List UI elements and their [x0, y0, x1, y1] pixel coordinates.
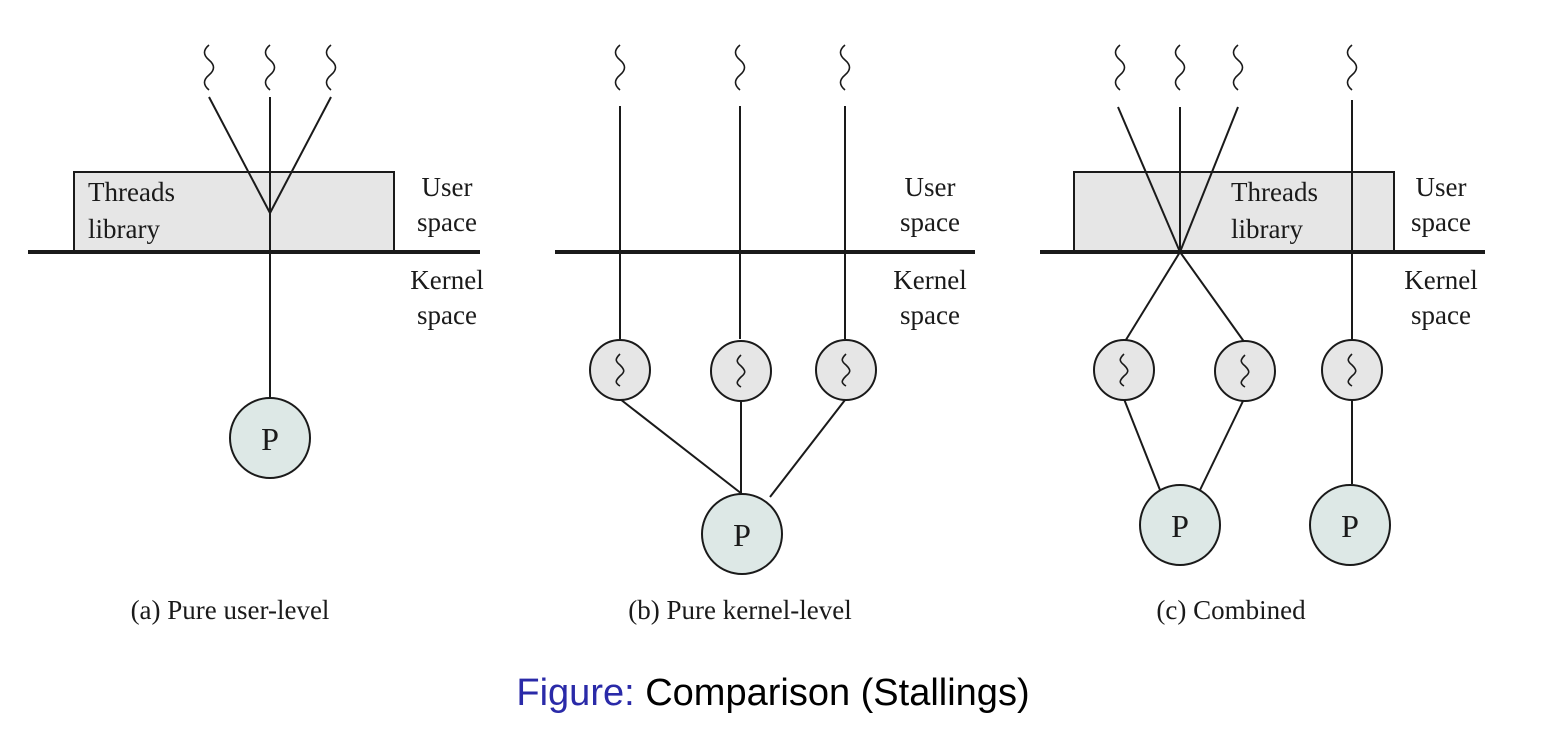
panel-caption: (c) Combined: [1156, 595, 1306, 625]
thread-line: [1117, 106, 1181, 253]
panel-a: Threads library User space Kernel space …: [28, 44, 484, 625]
process-circle: [1139, 484, 1221, 566]
figure-caption-text: Comparison (Stallings): [645, 672, 1030, 714]
figure-caption: Figure: Comparison (Stallings): [0, 672, 1546, 715]
process-label: P: [733, 517, 751, 553]
threads-library-label: library: [88, 214, 160, 244]
user-thread-icon: [1346, 44, 1358, 91]
kernel-space-label: space: [417, 300, 477, 330]
kernel-thread-link: [1179, 251, 1246, 344]
process-circle: [229, 397, 311, 479]
thread-line: [269, 96, 332, 214]
process-link-line: [1199, 398, 1245, 491]
process-label: P: [1341, 508, 1359, 544]
user-space-label: space: [417, 207, 477, 237]
process-label: P: [1171, 508, 1189, 544]
panel-caption: (a) Pure user-level: [131, 595, 330, 625]
user-space-label: space: [900, 207, 960, 237]
user-thread-icon: [264, 44, 276, 91]
process-circle: [701, 493, 783, 575]
panel-c: Threads library User space Kernel space …: [1040, 44, 1485, 625]
kernel-thread-link: [1123, 251, 1181, 344]
kernel-thread-circle: [1093, 339, 1155, 401]
threads-library-label: Threads: [1231, 177, 1318, 207]
kernel-thread-circle: [815, 339, 877, 401]
user-thread-icon: [1232, 44, 1244, 91]
user-thread-icon: [325, 44, 337, 91]
kernel-space-label: Kernel: [410, 265, 483, 295]
user-thread-icon: [839, 44, 851, 91]
panel-caption: (b) Pure kernel-level: [628, 595, 851, 625]
user-space-label: space: [1411, 207, 1471, 237]
thread-line: [208, 96, 271, 214]
user-thread-icon: [1174, 44, 1186, 91]
threads-library-label: library: [1231, 214, 1303, 244]
process-link-line: [769, 399, 846, 498]
process-circle: [1309, 484, 1391, 566]
kernel-thread-circle: [589, 339, 651, 401]
thread-line: [1179, 106, 1239, 253]
kernel-space-label: Kernel: [893, 265, 966, 295]
kernel-thread-circle: [710, 340, 772, 402]
user-space-label: User: [1416, 172, 1467, 202]
process-link-line: [1123, 398, 1161, 491]
user-thread-icon: [203, 44, 215, 91]
panel-b: User space Kernel space P (b) Pure kerne…: [555, 44, 975, 625]
user-thread-icon: [1114, 44, 1126, 91]
user-thread-icon: [614, 44, 626, 91]
kernel-space-label: space: [1411, 300, 1471, 330]
figure-caption-prefix: Figure:: [516, 672, 635, 714]
kernel-thread-circle: [1321, 339, 1383, 401]
kernel-thread-circle: [1214, 340, 1276, 402]
user-space-label: User: [422, 172, 473, 202]
user-space-label: User: [905, 172, 956, 202]
process-link-line: [619, 398, 743, 495]
kernel-space-label: space: [900, 300, 960, 330]
kernel-space-label: Kernel: [1404, 265, 1477, 295]
threads-library-box: [73, 171, 395, 253]
process-label: P: [261, 421, 279, 457]
threads-comparison-diagram: Threads library User space Kernel space …: [28, 44, 1485, 625]
threads-library-label: Threads: [88, 177, 175, 207]
user-thread-icon: [734, 44, 746, 91]
